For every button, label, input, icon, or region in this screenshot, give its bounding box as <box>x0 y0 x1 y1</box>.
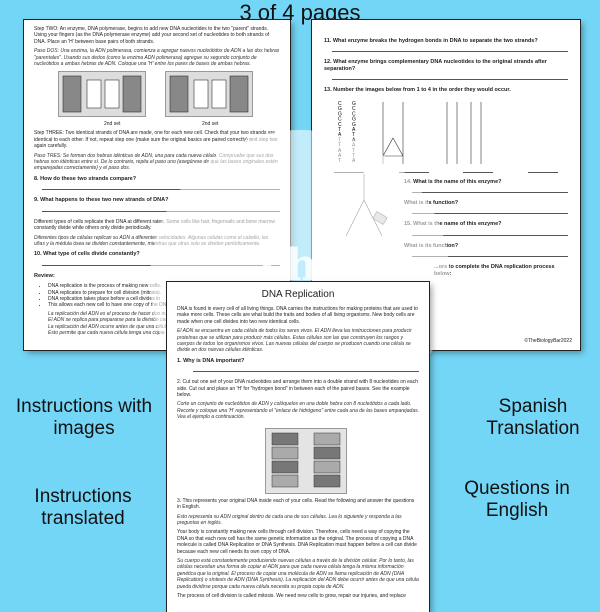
base-letter: G <box>338 106 342 112</box>
label-instructions-images: Instructions with images <box>15 396 153 439</box>
dna-sequence-image <box>437 98 491 170</box>
order-blank[interactable] <box>398 171 429 173</box>
order-blank[interactable] <box>334 171 364 173</box>
dna-double-diagram <box>446 101 482 164</box>
step-3-text-es: Esto representa su ADN original dentro d… <box>177 513 402 526</box>
label-spanish-translation: Spanish Translation <box>486 396 580 439</box>
dna-example-images <box>58 71 280 119</box>
question-12: 12. What enzyme brings complementary DNA… <box>324 59 547 72</box>
intro-text-es: El ADN se encuentra en cada célula de to… <box>177 328 412 354</box>
dna-strand-image <box>165 71 254 118</box>
nucleotide-diagram <box>62 76 142 113</box>
cell-rates-text: Different types of cells replicate their… <box>34 218 276 232</box>
question-8: 8. How do these two strands compare? <box>34 175 137 182</box>
question-11: 11. What enzyme breaks the hydrogen bond… <box>324 38 538 44</box>
review-item-es: Esto permite que cada nueva célula tenga… <box>48 329 185 336</box>
question-9: 9. What happens to these two new strands… <box>34 197 169 204</box>
order-blank[interactable] <box>527 171 558 173</box>
nucleotide-diagram <box>170 76 249 113</box>
step-two-text: Step TWO: An enzyme, DNA polymerase, beg… <box>34 26 270 45</box>
question-14: 14. What is the name of this enzyme? <box>404 178 502 185</box>
review-item: This allows each new cell to have one co… <box>48 302 280 308</box>
dna-sequence-image <box>334 170 394 242</box>
step-2-text: 2. Cut out one set of your DNA nucleotid… <box>177 379 418 399</box>
question-10: 10. What type of cells divide constantly… <box>34 251 140 258</box>
answer-line[interactable] <box>193 371 419 373</box>
set-label: 2nd set <box>202 121 219 128</box>
review-item: DNA replicates to prepare for cell divis… <box>48 290 280 296</box>
question-15: 15. What is the name of this enzyme? <box>404 221 502 228</box>
cell-rates-text-es: Diferentes tipos de células replican su … <box>34 234 269 247</box>
page-title: DNA Replication <box>261 289 335 300</box>
dna-double-strand-image <box>265 427 347 494</box>
dna-ladder-diagram <box>271 432 341 487</box>
step-3-text: 3. This represents your original DNA ins… <box>177 497 415 511</box>
review-item-es: La replicación del ADN ocurre antes de q… <box>48 323 190 330</box>
answer-line[interactable] <box>42 189 280 191</box>
answer-line[interactable] <box>42 210 280 212</box>
label-questions-english: Questions in English <box>464 478 570 521</box>
label-instructions-translated: Instructions translated <box>34 486 132 529</box>
body-text-1-es: Su cuerpo está constantemente produciend… <box>177 557 419 590</box>
review-item-es: La replicación del ADN es el proceso de … <box>48 310 195 317</box>
answer-line[interactable] <box>412 192 568 194</box>
review-list: DNA replication is the process of making… <box>34 283 280 309</box>
step-three-text-es: Paso TRES: Se forman dos hebras idéntica… <box>34 152 278 172</box>
base-letter: A <box>352 158 356 164</box>
base-letter: G <box>352 121 356 127</box>
dna-unzip-diagram <box>382 101 404 164</box>
worksheet-page-front: DNA Replication DNA is found in every ce… <box>167 282 429 612</box>
copyright-text: ©TheBiologyBar2022 <box>524 337 572 344</box>
body-text-1: Your body is constantly making new cells… <box>177 529 417 555</box>
base-letter: C <box>338 121 342 127</box>
answer-line[interactable] <box>332 79 568 81</box>
review-item-es: El ADN se replica para prepararse para l… <box>48 317 196 324</box>
step-two-text-es: Paso DOS: Una enzima, la ADN polimerasa,… <box>34 48 280 68</box>
base-letter: C <box>352 111 356 117</box>
question-15-function: What is its function? <box>404 242 459 249</box>
dna-strand-image <box>58 71 146 118</box>
answer-line[interactable] <box>412 256 568 258</box>
dna-sequence-image <box>373 98 427 170</box>
base-letter: T <box>338 127 341 133</box>
base-letter: C <box>338 116 342 122</box>
base-letter: A <box>352 127 356 133</box>
base-letter: C <box>352 106 356 112</box>
base-letter: G <box>352 116 356 122</box>
answer-line[interactable] <box>42 264 280 266</box>
step-2-text-es: Corte un conjunto de nucleótidos de ADN … <box>177 401 420 421</box>
body-text-2: The process of cell division is called m… <box>177 592 406 599</box>
question-1: 1. Why is DNA important? <box>177 357 245 364</box>
base-letter: T <box>338 158 341 164</box>
question-13: 13. Number the images below from 1 to 4 … <box>324 87 511 94</box>
answer-line[interactable] <box>412 213 568 215</box>
set-label: 2nd set <box>104 121 121 128</box>
answer-line[interactable] <box>412 234 568 236</box>
review-item: DNA replication takes place before a cel… <box>48 296 280 302</box>
step-three-text: Step THREE: Two identical strands of DNA… <box>34 130 278 150</box>
base-letter: G <box>352 101 356 107</box>
complete-process-text: ...ors to complete the DNA replication p… <box>434 264 555 277</box>
intro-text: DNA is found in every cell of all living… <box>177 306 418 325</box>
answer-line[interactable] <box>332 51 568 53</box>
dna-split-diagram <box>345 174 388 237</box>
question-14-function: What is its function? <box>404 200 459 207</box>
base-letter: G <box>338 111 342 117</box>
review-item: DNA replication is the process of making… <box>48 283 280 289</box>
order-blank[interactable] <box>463 171 494 173</box>
review-heading: Review: <box>34 272 55 279</box>
base-letter: C <box>338 101 342 107</box>
